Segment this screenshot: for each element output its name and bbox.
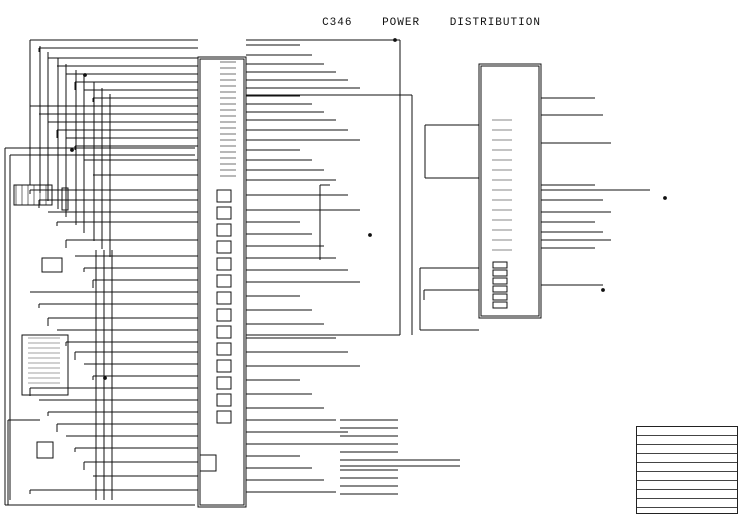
- relay: [216, 308, 232, 322]
- title-code: C346: [322, 17, 353, 29]
- fuse-slot: [492, 285, 508, 293]
- relay: [216, 359, 232, 373]
- relay-large: [199, 454, 217, 472]
- motor-symbol: [36, 441, 54, 459]
- junction-dot: [368, 233, 372, 237]
- fuse-box-secondary: [478, 63, 542, 319]
- fuse-slot: [492, 293, 508, 301]
- relay: [216, 240, 232, 254]
- fuse-slot: [492, 269, 508, 277]
- ground-module: [41, 257, 63, 273]
- harness-connector: [21, 334, 69, 396]
- relay: [216, 257, 232, 271]
- title-block-row: [637, 481, 737, 490]
- junction-dot: [70, 148, 74, 152]
- junction-dot: [393, 38, 397, 42]
- fuse-box-inner: [199, 58, 245, 506]
- title-block-row: [637, 499, 737, 508]
- relay: [216, 223, 232, 237]
- fuse-slot: [492, 301, 508, 309]
- title-word-distribution: DISTRIBUTION: [449, 17, 541, 29]
- junction-dot: [663, 196, 667, 200]
- title-block-row: [637, 454, 737, 463]
- title-block-row: [637, 490, 737, 499]
- title-block-row: [637, 427, 737, 436]
- fuse-slot: [492, 277, 508, 285]
- fuse-slot: [492, 261, 508, 269]
- relay: [216, 189, 232, 203]
- fuse-box-main: [197, 56, 247, 508]
- wire-layer: [4, 39, 650, 506]
- title-block-row: [637, 508, 737, 516]
- relay: [216, 393, 232, 407]
- relay: [216, 291, 232, 305]
- title-block-row: [637, 472, 737, 481]
- component-layer: [13, 38, 667, 508]
- title-block-row: [637, 436, 737, 445]
- relay: [216, 376, 232, 390]
- title-word-power: POWER: [382, 17, 421, 29]
- title-block-row: [637, 463, 737, 472]
- connector-block: [13, 184, 53, 206]
- junction-dot: [83, 73, 87, 77]
- relay: [216, 342, 232, 356]
- fuse-box-secondary-inner: [480, 65, 540, 317]
- relay: [216, 274, 232, 288]
- title-block: [636, 426, 738, 514]
- diagram-title: C346 POWER DISTRIBUTION: [0, 17, 739, 29]
- title-block-row: [637, 445, 737, 454]
- relay: [216, 410, 232, 424]
- relay: [216, 206, 232, 220]
- junction-dot: [601, 288, 605, 292]
- relay: [216, 325, 232, 339]
- small-fuse: [61, 187, 69, 211]
- junction-dot: [103, 376, 107, 380]
